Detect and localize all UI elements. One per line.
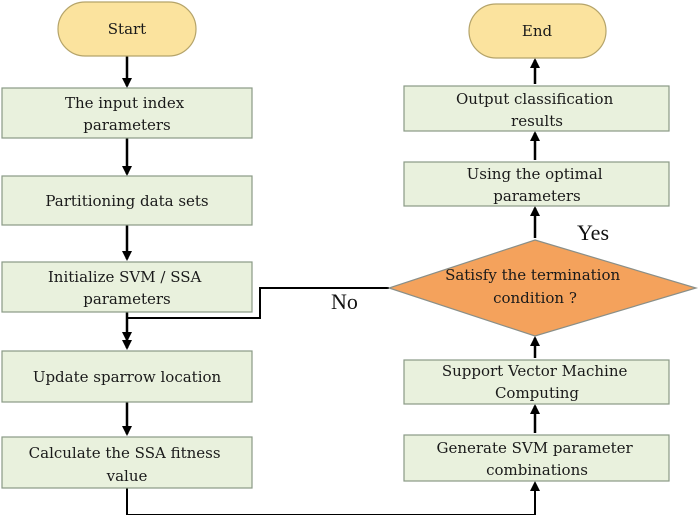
input-parameters-label: The input index parameters bbox=[65, 94, 189, 134]
initialize-label: Initialize SVM / SSA parameters bbox=[48, 268, 206, 308]
node-output-results: Output classification results bbox=[403, 85, 670, 132]
output-results-box bbox=[403, 85, 670, 132]
yes-label: Yes bbox=[577, 220, 609, 245]
node-update-sparrow: Update sparrow location bbox=[1, 350, 253, 403]
node-calculate-fitness: Calculate the SSA fitness value bbox=[1, 436, 253, 489]
node-end: End bbox=[468, 3, 607, 59]
generate-combinations-box bbox=[403, 434, 670, 482]
svm-computing-box bbox=[403, 359, 670, 405]
generate-combinations-label: Generate SVM parameter combinations bbox=[436, 439, 637, 479]
node-generate-combinations: Generate SVM parameter combinations bbox=[403, 434, 670, 482]
calculate-fitness-box bbox=[1, 436, 253, 489]
no-label: No bbox=[331, 289, 358, 314]
loop-no-decision-to-initialize bbox=[122, 287, 389, 342]
loop-bottom-calculate-to-generate bbox=[126, 481, 540, 515]
decision-diamond bbox=[387, 239, 699, 337]
decision-label: Satisfy the termination condition ? bbox=[445, 266, 625, 307]
partition-data-label: Partitioning data sets bbox=[45, 192, 208, 210]
partition-data-box bbox=[1, 175, 253, 226]
node-initialize: Initialize SVM / SSA parameters bbox=[1, 261, 253, 313]
start-label: Start bbox=[108, 20, 146, 38]
node-decision: Satisfy the termination condition ? bbox=[387, 239, 699, 337]
output-results-label: Output classification results bbox=[456, 90, 618, 130]
node-input-parameters: The input index parameters bbox=[1, 87, 253, 139]
node-optimal-parameters: Using the optimal parameters bbox=[403, 161, 670, 207]
end-terminal bbox=[468, 3, 607, 59]
end-label: End bbox=[522, 22, 553, 40]
node-partition-data: Partitioning data sets bbox=[1, 175, 253, 226]
connectors-loop bbox=[122, 287, 540, 515]
svm-computing-label: Support Vector Machine Computing bbox=[442, 362, 632, 402]
update-sparrow-box bbox=[1, 350, 253, 403]
node-svm-computing: Support Vector Machine Computing bbox=[403, 359, 670, 405]
input-parameters-box bbox=[1, 87, 253, 139]
update-sparrow-label: Update sparrow location bbox=[33, 368, 222, 386]
initialize-box bbox=[1, 261, 253, 313]
start-terminal bbox=[57, 1, 197, 57]
optimal-parameters-box bbox=[403, 161, 670, 207]
node-start: Start bbox=[57, 1, 197, 57]
calculate-fitness-label: Calculate the SSA fitness value bbox=[29, 444, 226, 485]
optimal-parameters-label: Using the optimal parameters bbox=[467, 165, 608, 205]
